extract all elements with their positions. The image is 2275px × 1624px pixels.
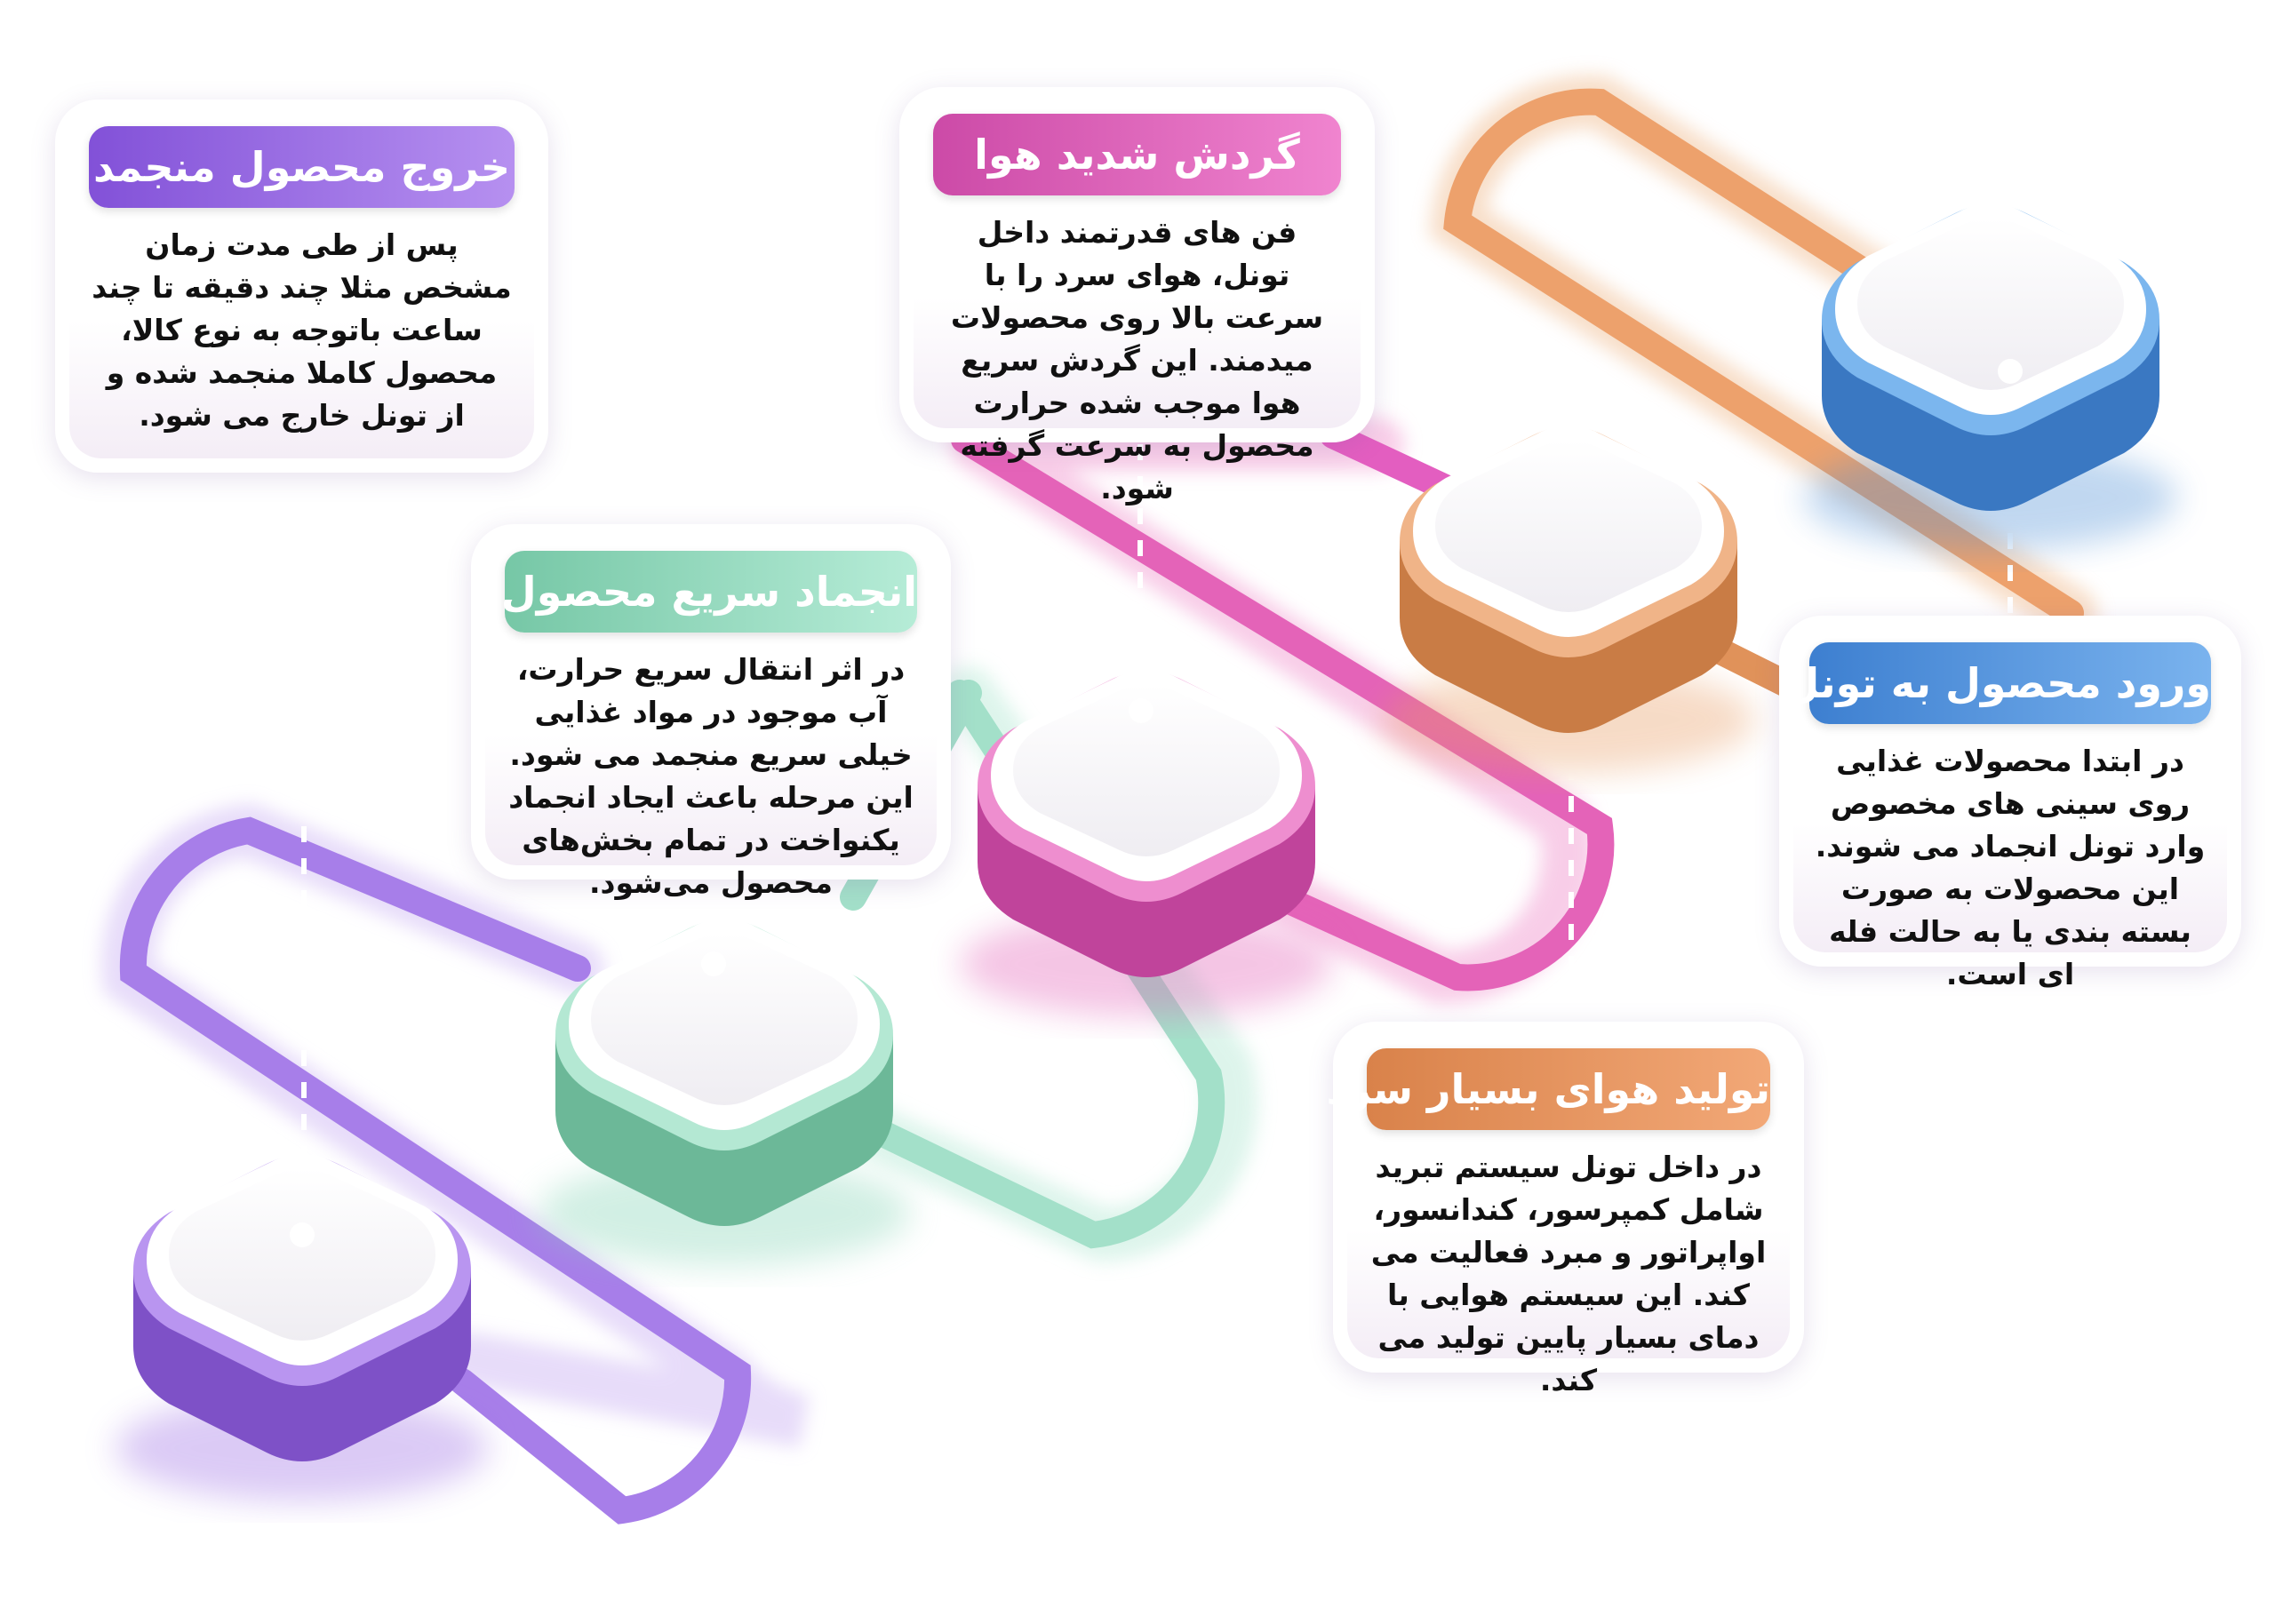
step-5-title: خروج محصول منجمد xyxy=(89,126,515,208)
step-2-body: در داخل تونل سیستم تبرید شامل کمپرسور، ک… xyxy=(1370,1150,1767,1397)
step-4-body: در اثر انتقال سریع حرارت، آب موجود در مو… xyxy=(508,652,914,900)
platform-orange xyxy=(1382,426,1755,773)
step-card-1: ورود محصول به تونل در ابتدا محصولات غذای… xyxy=(1779,616,2241,991)
pink-track xyxy=(951,418,1615,1005)
step-3-title: گردش شدید هوا xyxy=(933,114,1341,195)
platform-purple xyxy=(116,1154,489,1501)
step-card-5: خروج محصول منجمد پس از طی مدت زمان مشخص … xyxy=(55,100,548,473)
step-card-4: انجماد سریع محصول در اثر انتقال سریع حرا… xyxy=(471,524,951,900)
step-1-body: در ابتدا محصولات غذایی روی سینی های مخصو… xyxy=(1815,744,2206,991)
step-1-title: ورود محصول به تونل xyxy=(1784,642,2211,724)
step-3-body: فن های قدرتمند داخل تونل، هوای سرد را با… xyxy=(950,215,1324,506)
step-2-title: تولید هوای بسیار سرد xyxy=(1326,1048,1770,1130)
step-5-body: پس از طی مدت زمان مشخص مثلا چند دقیقه تا… xyxy=(92,227,512,433)
purple-track xyxy=(101,803,810,1524)
step-card-2: تولید هوای بسیار سرد در داخل تونل سیستم … xyxy=(1326,1022,1804,1397)
step-card-3: گردش شدید هوا فن های قدرتمند داخل تونل، … xyxy=(899,87,1375,506)
platform-green xyxy=(538,919,911,1266)
platform-pink xyxy=(960,670,1333,1017)
platform-blue xyxy=(1804,203,2177,551)
step-4-title: انجماد سریع محصول xyxy=(501,551,917,633)
